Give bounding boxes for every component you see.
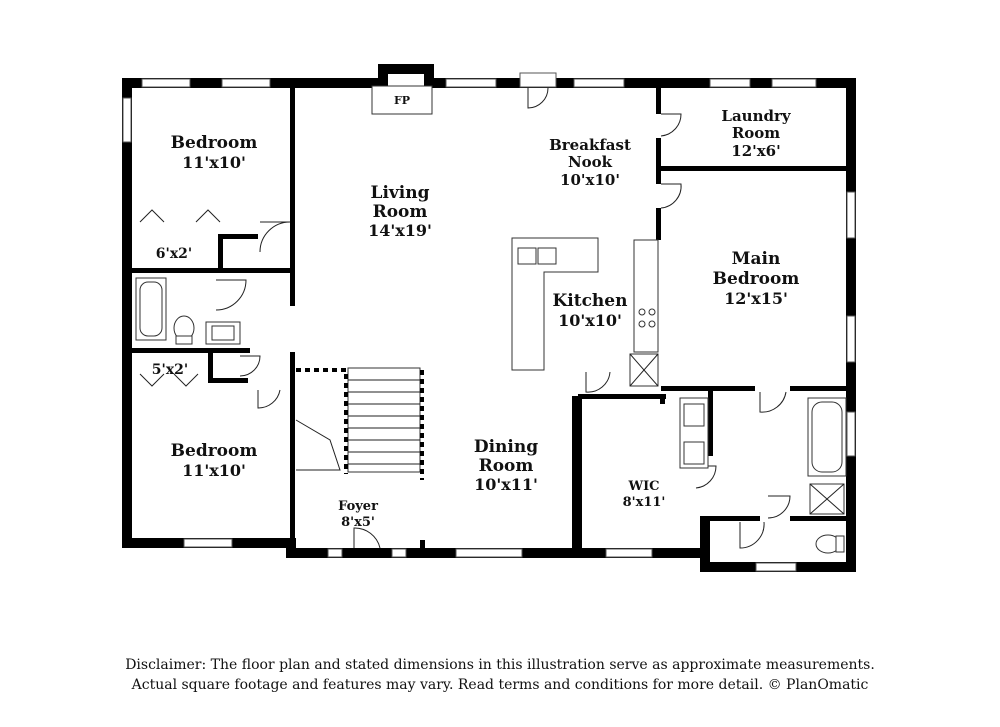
main-bedroom-name-1: Main (732, 249, 781, 269)
disclaimer-line-2: Actual square footage and features may v… (131, 677, 869, 693)
main-bedroom-dims: 12'x15' (724, 289, 788, 308)
room-label-laundry-room: Laundry Room 12'x6' (721, 107, 791, 160)
interior-walls (130, 86, 848, 554)
fireplace-text: FP (394, 94, 410, 107)
laundry-room-dims: 12'x6' (731, 142, 780, 160)
breakfast-nook-name-2: Nook (568, 153, 613, 171)
fireplace-label: FP (394, 94, 410, 107)
dining-room-name-2: Room (479, 456, 534, 476)
stairs (295, 367, 424, 480)
kitchen-name: Kitchen (553, 291, 628, 311)
wic-name: WIC (627, 479, 659, 494)
bedroom-nw-name: Bedroom (171, 133, 258, 153)
laundry-room-name-2: Room (732, 124, 780, 142)
wic-dims: 8'x11' (623, 495, 666, 510)
room-label-bedroom-sw: Bedroom 11'x10' (171, 441, 258, 480)
hall-bath-fixtures (135, 277, 241, 345)
bedroom-sw-dims: 11'x10' (182, 461, 246, 480)
windows (122, 72, 856, 572)
room-label-closet-south: 5'x2' (152, 362, 188, 378)
room-label-kitchen: Kitchen 10'x10' (553, 291, 628, 330)
foyer-name: Foyer (338, 499, 378, 514)
living-room-name-2: Room (373, 202, 428, 222)
room-label-foyer: Foyer 8'x5' (338, 499, 378, 530)
main-bedroom-name-2: Bedroom (713, 269, 800, 289)
doors (139, 87, 791, 549)
bedroom-sw-name: Bedroom (171, 441, 258, 461)
main-bath-fixtures (679, 397, 847, 554)
room-label-main-bedroom: Main Bedroom 12'x15' (713, 249, 800, 308)
laundry-room-name-1: Laundry (721, 107, 791, 125)
room-label-closet-north: 6'x2' (156, 246, 192, 262)
disclaimer-line-1: Disclaimer: The floor plan and stated di… (125, 657, 875, 673)
breakfast-nook-dims: 10'x10' (560, 171, 620, 189)
fireplace (371, 85, 433, 115)
bedroom-nw-dims: 11'x10' (182, 153, 246, 172)
kitchen-fixtures (511, 237, 659, 387)
dining-room-dims: 10'x11' (474, 475, 538, 494)
closet-south-dims: 5'x2' (152, 362, 188, 378)
living-room-dims: 14'x19' (368, 221, 432, 240)
closet-north-dims: 6'x2' (156, 246, 192, 262)
room-label-wic: WIC 8'x11' (623, 479, 666, 510)
breakfast-nook-name-1: Breakfast (549, 136, 631, 154)
living-room-name-1: Living (371, 183, 430, 203)
room-label-dining-room: Dining Room 10'x11' (474, 437, 538, 494)
room-label-living-room: Living Room 14'x19' (368, 183, 432, 240)
room-label-breakfast-nook: Breakfast Nook 10'x10' (549, 136, 631, 189)
foyer-dims: 8'x5' (341, 515, 375, 530)
dining-room-name-1: Dining (474, 437, 538, 457)
disclaimer: Disclaimer: The floor plan and stated di… (0, 655, 1000, 695)
kitchen-dims: 10'x10' (558, 311, 622, 330)
room-label-bedroom-nw: Bedroom 11'x10' (171, 133, 258, 172)
